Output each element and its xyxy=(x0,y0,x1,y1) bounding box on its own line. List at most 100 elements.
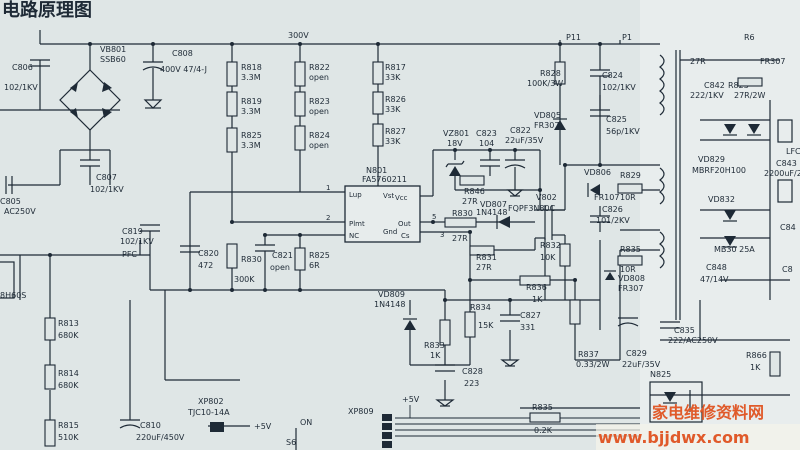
r830b-ref: R830 xyxy=(241,255,262,264)
c819-ref: C819 xyxy=(122,227,143,236)
r822-value: open xyxy=(309,73,329,82)
c827-ref: C827 xyxy=(520,311,541,320)
r815-ref: R815 xyxy=(58,421,79,430)
v802-ref: V802 xyxy=(536,193,557,202)
watermark: 家电维修资料网 www.bjjdwx.com xyxy=(596,403,800,450)
resistor-r825: R825 3.3M xyxy=(226,127,262,153)
c805-ref: C805 xyxy=(0,197,21,206)
plus5v-b-label: +5V xyxy=(402,395,420,404)
resistor-r814: R814 680K xyxy=(44,364,79,390)
mb-value: MB30 25A xyxy=(714,245,755,254)
r831-ref: R831 xyxy=(476,253,497,262)
r818-value: 3.3M xyxy=(241,73,261,82)
c807-ref: C807 xyxy=(96,173,117,182)
capacitor-c824: C824 102/1KV xyxy=(590,69,636,110)
vd832-ref: VD832 xyxy=(708,195,735,204)
c835-ref: C835 xyxy=(674,326,695,335)
c848-value: 47/14V xyxy=(700,275,729,284)
vd805-ref: VD805 xyxy=(534,111,561,120)
r814-value: 680K xyxy=(58,381,79,390)
c829-value: 22uF/35V xyxy=(622,360,661,369)
r835-value: 10R xyxy=(620,265,636,274)
resistor-r835b: R835 0.2K xyxy=(529,403,561,435)
capacitor-c825: C825 56p/1KV xyxy=(590,109,640,136)
c842-ref: C842 xyxy=(704,81,725,90)
r829-ref: R829 xyxy=(620,171,641,180)
c843-value: 2200uF/25V xyxy=(764,169,800,178)
r834-value: 15K xyxy=(478,321,494,330)
r826-value: 33K xyxy=(385,105,401,114)
r815-value: 510K xyxy=(58,433,79,442)
capacitor-c808: C808 400V 47/4-J xyxy=(142,49,207,109)
r826-ref: R826 xyxy=(385,95,406,104)
vd806-value: FR107 xyxy=(594,193,619,202)
main-wiring xyxy=(0,30,790,437)
plus5v-label: +5V xyxy=(254,422,272,431)
ic-pin-nc: NC xyxy=(349,232,359,240)
c823-ref: C823 xyxy=(476,129,497,138)
ic-pin-gnd: Gnd xyxy=(383,228,397,236)
vd805-value: FR307 xyxy=(534,121,559,130)
vd829-ref: VD829 xyxy=(698,155,725,164)
c806-value: 102/1KV xyxy=(4,83,38,92)
capacitor-c806: C806 102/1KV xyxy=(4,59,50,92)
r834-ref: R834 xyxy=(470,303,491,312)
r825b-value: 6R xyxy=(309,261,320,270)
r833-ref: R833 xyxy=(424,341,445,350)
r832-ref: R832 xyxy=(540,241,561,250)
on-label: ON xyxy=(300,418,312,427)
capacitor-c835: C835 222/AC250V xyxy=(660,321,718,345)
c828-ref: C828 xyxy=(462,367,483,376)
c808-value: 400V 47/4-J xyxy=(160,65,207,74)
c821-value: open xyxy=(270,263,290,272)
r818-ref: R818 xyxy=(241,63,262,72)
r846-value: 27R xyxy=(462,197,478,206)
r829-value: 10R xyxy=(620,193,636,202)
r837-ref: R837 xyxy=(578,350,599,359)
resistor-r835: R835 10R xyxy=(617,245,643,274)
r833-value: 1K xyxy=(430,351,441,360)
r813-value: 680K xyxy=(58,331,79,340)
vd806-ref: VD806 xyxy=(584,168,611,177)
capacitor-c828: C828 223 xyxy=(435,364,483,407)
c835-value: 222/AC250V xyxy=(668,336,718,345)
c805-value: AC250V xyxy=(4,207,36,216)
resistor-r834: R834 15K xyxy=(464,303,494,338)
ic-part: FA5760211 xyxy=(362,175,407,184)
c822-ref: C822 xyxy=(510,126,531,135)
resistor-r818: R818 3.3M xyxy=(226,61,262,87)
capacitor-c819: C819 102/1KV PFC xyxy=(120,224,160,259)
r827-value: 33K xyxy=(385,137,401,146)
r824-value: open xyxy=(309,141,329,150)
capacitor-c805: C805 AC250V xyxy=(0,176,36,216)
ic-n801: N801 FA5760211 Lup Vcc Plmt Out NC Gnd C… xyxy=(326,166,444,243)
resistor-r819: R819 3.3M xyxy=(226,91,262,117)
r813-ref: R813 xyxy=(58,319,79,328)
lf-label: LFC xyxy=(786,147,800,156)
ic-pin-cs: Cs xyxy=(401,232,410,240)
r846-ref: R846 xyxy=(464,187,485,196)
diode-vd806: VD806 FR107 xyxy=(584,168,619,202)
resistor-r837: R837 0.33/2W xyxy=(569,299,610,369)
c825-value: 56p/1KV xyxy=(606,127,640,136)
ic-pin-5: 5 xyxy=(432,213,436,221)
mosfet-v802: V802 FQPF3N80C xyxy=(508,193,566,240)
capacitor-c810: C810 220uF/450V xyxy=(119,419,185,442)
c810-ref: C810 xyxy=(140,421,161,430)
r837-value: 0.33/2W xyxy=(576,360,610,369)
r823-ref: R823 xyxy=(309,97,330,106)
capacitor-c820: C820 472 xyxy=(180,245,219,270)
r825b-ref: R825 xyxy=(309,251,330,260)
fr307-label: FR307 xyxy=(760,57,785,66)
xp809-ref: XP809 xyxy=(348,407,374,416)
r835-ref: R835 xyxy=(620,245,641,254)
vd829-value: MBRF20H100 xyxy=(692,166,746,175)
sh-ref: 8H60S xyxy=(0,291,26,300)
r866-ref: R866 xyxy=(746,351,767,360)
switch-s6: S6 ON xyxy=(286,418,312,450)
optocoupler-n825: N825 xyxy=(649,370,703,423)
v802-value: FQPF3N80C xyxy=(508,204,556,213)
c826-ref: C826 xyxy=(602,205,623,214)
